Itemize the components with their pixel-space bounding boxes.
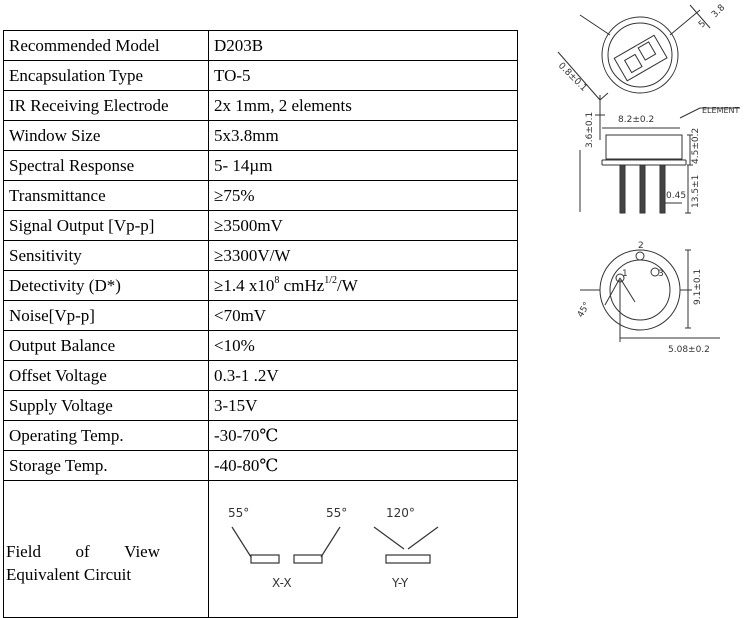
top-view-inner: [607, 22, 673, 88]
bottom-diameter-dim: 9.1±0.1: [693, 269, 703, 305]
fov-element: [385, 554, 431, 564]
top-view-element: [623, 53, 643, 74]
pin-1-label: 1: [622, 269, 628, 279]
spec-value: ≥1.4 x108 cmHz1/2/W: [208, 270, 518, 301]
spec-label: Spectral Response: [3, 150, 209, 181]
spec-label: Offset Voltage: [3, 360, 209, 391]
pin-2-label: 2: [638, 241, 644, 251]
equivalent-circuit-label: Equivalent Circuit: [6, 565, 132, 584]
fov-axis-x: X-X: [272, 576, 292, 590]
table-row: Transmittance≥75%: [3, 180, 518, 211]
spec-label: IR Receiving Electrode: [3, 90, 209, 121]
spec-value: -30-70℃: [208, 420, 518, 451]
top-view-outline: [601, 16, 679, 94]
spec-value-part: 1/2: [324, 275, 337, 287]
field-of-view-diagram: 55° 55° 120° X-X Y-Y: [228, 506, 439, 590]
spec-label: Transmittance: [3, 180, 209, 211]
top-dim-diag: 0.8±0.1: [556, 61, 589, 94]
fov-element: [293, 554, 323, 564]
fov-word-view: View: [124, 542, 160, 561]
spec-value-part: 8: [274, 275, 280, 287]
table-row: Detectivity (D*)≥1.4 x108 cmHz1/2/W: [3, 270, 518, 301]
spec-label: Recommended Model: [3, 30, 209, 61]
side-height-right: 4.5±0.2: [691, 128, 701, 164]
spec-value: 0.3-1 .2V: [208, 360, 518, 391]
spec-value: TO-5: [208, 60, 518, 91]
side-view-body: [605, 134, 683, 160]
fov-angle-y: 120°: [386, 506, 415, 520]
fov-angle-x-right: 55°: [326, 506, 347, 520]
fov-ray: [231, 526, 252, 558]
bottom-pitch-dim: 5.08±0.2: [668, 345, 710, 355]
spec-label: Signal Output [Vp-p]: [3, 210, 209, 241]
element-label: ELEMENT: [702, 106, 740, 115]
top-dim-h: 5: [697, 19, 708, 30]
spec-value-part: cmHz: [279, 276, 325, 295]
pin-spacing-dim: 0.45: [666, 191, 686, 201]
table-row: Noise[Vp-p]<70mV: [3, 300, 518, 331]
spec-label: Encapsulation Type: [3, 60, 209, 91]
fov-ray: [373, 526, 405, 550]
fov-word-of: of: [75, 542, 90, 561]
spec-value: D203B: [208, 30, 518, 61]
spec-value: 5x3.8mm: [208, 120, 518, 151]
spec-label: Output Balance: [3, 330, 209, 361]
spec-value: 3-15V: [208, 390, 518, 421]
pin-3-circle: [650, 267, 660, 277]
fov-word-field: Field: [6, 542, 41, 561]
spec-value: ≥75%: [208, 180, 518, 211]
mechanical-drawing: 3.8 5 0.8±0.1 8.2±0.2 ELEMENT 3.6±0.1 4.…: [556, 3, 740, 355]
fov-axis-y: Y-Y: [391, 576, 409, 590]
spec-label: Window Size: [3, 120, 209, 151]
fov-ray: [407, 526, 439, 550]
spec-label: Operating Temp.: [3, 420, 209, 451]
table-row: Sensitivity≥3300V/W: [3, 240, 518, 271]
table-row: Output Balance<10%: [3, 330, 518, 361]
spec-label: Noise[Vp-p]: [3, 300, 209, 331]
fov-ray: [320, 526, 341, 558]
side-height-left: 3.6±0.1: [585, 112, 595, 148]
spec-value: 5- 14µm: [208, 150, 518, 181]
fov-element: [250, 554, 280, 564]
spec-value: ≥3500mV: [208, 210, 518, 241]
spec-value: <70mV: [208, 300, 518, 331]
top-view-window: [613, 34, 668, 82]
spec-value-part: ≥1.4 x10: [214, 276, 275, 295]
pin-3-label: 3: [658, 269, 664, 279]
table-row-field-of-view: Field of View Equivalent Circuit 55° 55°…: [3, 480, 518, 618]
table-row: Operating Temp.-30-70℃: [3, 420, 518, 451]
field-of-view-diagram-cell: 55° 55° 120° X-X Y-Y: [208, 480, 518, 618]
fov-angle-x-left: 55°: [228, 506, 249, 520]
spec-value: ≥3300V/W: [208, 240, 518, 271]
side-width-dim: 8.2±0.2: [618, 115, 654, 125]
spec-value: <10%: [208, 330, 518, 361]
table-row: Signal Output [Vp-p]≥3500mV: [3, 210, 518, 241]
spec-label: Detectivity (D*): [3, 270, 209, 301]
pin-length-dim: 13.5±1: [691, 175, 701, 208]
top-view-element: [637, 41, 657, 61]
table-row: Storage Temp.-40-80℃: [3, 450, 518, 481]
pin-2-circle: [635, 251, 645, 261]
bottom-angle-dim: 45°: [576, 301, 593, 320]
spec-value-part: /W: [336, 276, 358, 295]
field-of-view-label: Field of View Equivalent Circuit: [3, 480, 209, 618]
spec-label: Supply Voltage: [3, 390, 209, 421]
top-dim-w: 3.8: [710, 3, 727, 20]
spec-label: Storage Temp.: [3, 450, 209, 481]
spec-value: 2x 1mm, 2 elements: [208, 90, 518, 121]
spec-value: -40-80℃: [208, 450, 518, 481]
bottom-view-outline: [599, 249, 681, 331]
spec-label: Sensitivity: [3, 240, 209, 271]
